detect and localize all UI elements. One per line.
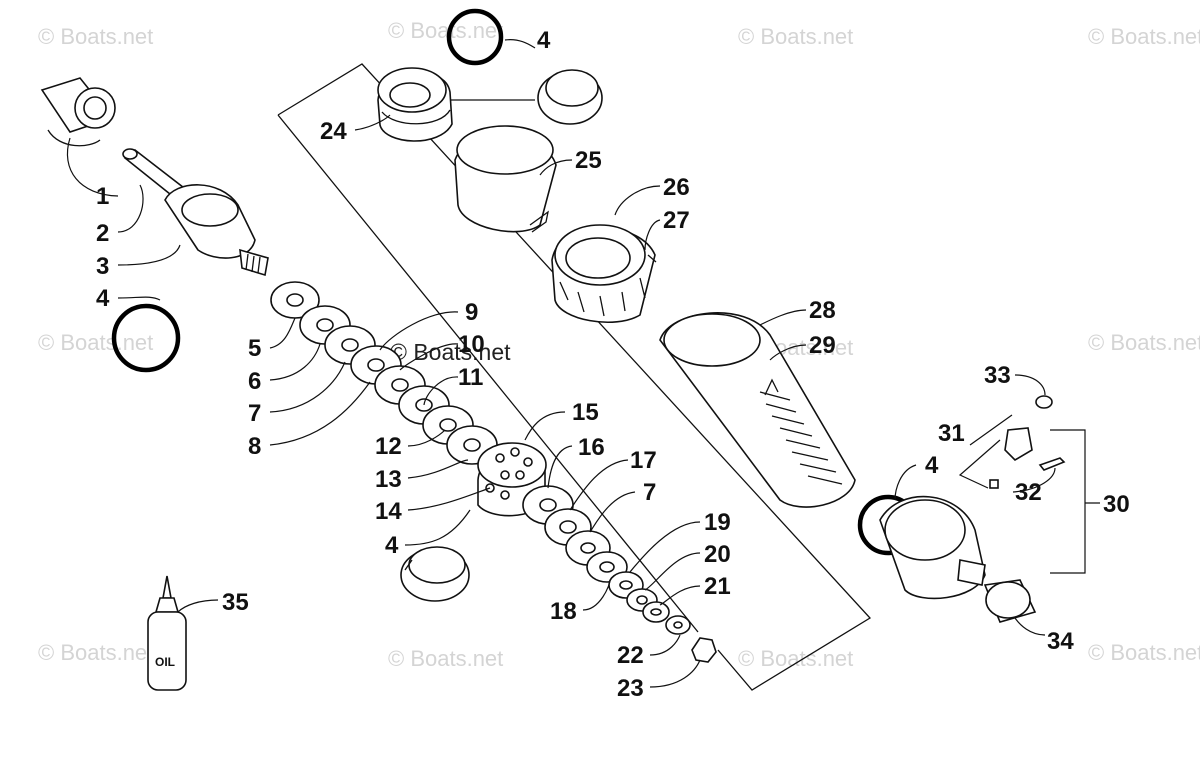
part-25-sleeve <box>454 125 557 233</box>
part-35-oil-bottle: OIL <box>147 575 187 691</box>
part-4-band-lower <box>400 546 470 602</box>
kit-outline <box>277 63 872 691</box>
label-7: 7 <box>643 479 656 506</box>
label-19: 19 <box>704 509 731 536</box>
part-1-bushing <box>40 77 116 147</box>
part-4-oring-left <box>111 303 181 373</box>
label-24: 24 <box>320 118 347 145</box>
label-10: 10 <box>458 331 485 358</box>
label-30: 30 <box>1103 491 1130 518</box>
watermark: © Boats.net <box>738 24 853 49</box>
label-18: 18 <box>550 598 577 625</box>
label-20: 20 <box>704 541 731 568</box>
label-34: 34 <box>1047 628 1074 655</box>
label-4: 4 <box>385 532 399 559</box>
label-4: 4 <box>537 27 551 54</box>
label-29: 29 <box>809 332 836 359</box>
bracket-31 <box>958 414 1013 489</box>
part-31-33-valve <box>989 395 1066 489</box>
part-34-bushing <box>983 579 1037 623</box>
part-labels: 1 2 3 4 4 4 4 5 6 7 7 8 9 10 11 12 13 14… <box>96 27 1130 702</box>
leader-lines <box>66 39 1056 688</box>
label-7: 7 <box>248 400 261 427</box>
watermark: © Boats.net <box>388 18 503 43</box>
label-15: 15 <box>572 399 599 426</box>
part-4-oring-top <box>446 8 504 66</box>
watermark: © Boats.net <box>38 330 153 355</box>
label-4: 4 <box>925 452 939 479</box>
label-1: 1 <box>96 183 109 210</box>
watermark: © Boats.net <box>738 646 853 671</box>
label-32: 32 <box>1015 479 1042 506</box>
part-26-27-collar <box>551 224 657 323</box>
washer-stack-upper <box>270 281 498 465</box>
washer-stack-lower <box>522 485 717 663</box>
label-26: 26 <box>663 174 690 201</box>
part-24-cap <box>377 67 453 142</box>
watermark: © Boats.net <box>1088 330 1200 355</box>
center-watermark: © Boats.net <box>390 339 511 365</box>
label-16: 16 <box>578 434 605 461</box>
label-28: 28 <box>809 297 836 324</box>
bracket-30 <box>1050 429 1100 574</box>
watermark: © Boats.net <box>1088 640 1200 665</box>
label-23: 23 <box>617 675 644 702</box>
label-25: 25 <box>575 147 602 174</box>
watermark: © Boats.net <box>38 24 153 49</box>
part-3-body <box>164 184 269 277</box>
label-17: 17 <box>630 447 657 474</box>
label-12: 12 <box>375 433 402 460</box>
watermark: © Boats.net <box>38 640 153 665</box>
watermark: © Boats.net <box>388 646 503 671</box>
label-14: 14 <box>375 498 402 525</box>
label-35: 35 <box>222 589 249 616</box>
watermark-layer: © Boats.net © Boats.net © Boats.net © Bo… <box>38 18 1200 671</box>
label-31: 31 <box>938 420 965 447</box>
label-27: 27 <box>663 207 690 234</box>
label-11: 11 <box>458 364 483 391</box>
label-3: 3 <box>96 253 109 280</box>
part-30-reservoir-end <box>879 495 986 600</box>
label-4: 4 <box>96 285 110 312</box>
part-28-body <box>659 312 856 508</box>
label-21: 21 <box>704 573 731 600</box>
label-22: 22 <box>617 642 644 669</box>
oil-label: OIL <box>155 655 175 669</box>
label-2: 2 <box>96 220 109 247</box>
watermark: © Boats.net <box>1088 24 1200 49</box>
label-5: 5 <box>248 335 261 362</box>
label-33: 33 <box>984 362 1011 389</box>
label-9: 9 <box>465 299 478 326</box>
label-8: 8 <box>248 433 261 460</box>
label-6: 6 <box>248 368 261 395</box>
label-13: 13 <box>375 466 402 493</box>
part-4-band-top <box>537 69 603 125</box>
